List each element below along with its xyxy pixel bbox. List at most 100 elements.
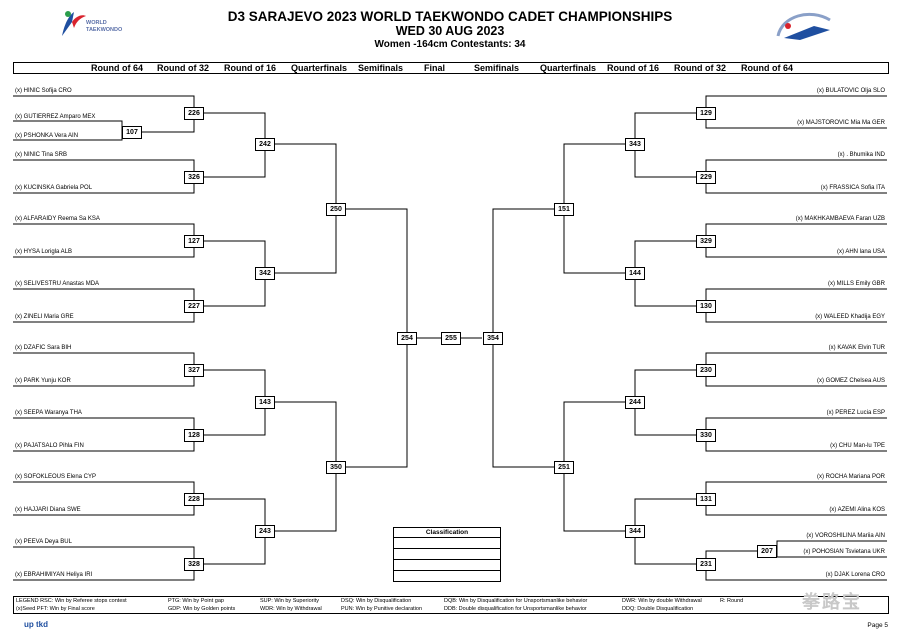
match-box-final[interactable]: 255 bbox=[441, 332, 461, 345]
match-box-r16-4[interactable]: 344 bbox=[625, 525, 645, 538]
athlete-right-10: (x) GOMEZ Chelsea AUS bbox=[816, 378, 885, 384]
athlete-left-14: (x) SOFOKLEOUS Elena CYP bbox=[15, 474, 97, 480]
match-box-l32-3[interactable]: 127 bbox=[184, 235, 204, 248]
athlete-right-15: (x) VOROSHILINA Mariia AIN bbox=[806, 533, 885, 539]
legend-item: DQB: Win by Disqualification for Unsport… bbox=[444, 598, 588, 604]
world-taekwondo-logo: WORLD TAEKWONDO bbox=[58, 8, 138, 42]
match-box-l32-8[interactable]: 328 bbox=[184, 558, 204, 571]
page-title: D3 SARAJEVO 2023 WORLD TAEKWONDO CADET C… bbox=[227, 9, 673, 24]
match-box-l32-6[interactable]: 128 bbox=[184, 429, 204, 442]
round-label-l64: Round of 64 bbox=[91, 63, 143, 73]
match-box-l16-4[interactable]: 243 bbox=[255, 525, 275, 538]
match-box-l16-1[interactable]: 242 bbox=[255, 138, 275, 151]
match-box-r32-7[interactable]: 131 bbox=[696, 493, 716, 506]
match-box-l64[interactable]: 107 bbox=[122, 126, 142, 139]
match-box-r32-5[interactable]: 230 bbox=[696, 364, 716, 377]
event-date: WED 30 AUG 2023 bbox=[395, 24, 505, 38]
athlete-left-1: (x) HINIC Sofija CRO bbox=[15, 88, 72, 94]
page-number: Page 5 bbox=[867, 622, 888, 629]
match-box-r32-8[interactable]: 231 bbox=[696, 558, 716, 571]
athlete-left-7: (x) HYSA Lorigla ALB bbox=[15, 249, 73, 255]
match-box-l32-7[interactable]: 228 bbox=[184, 493, 204, 506]
classification-row bbox=[393, 560, 501, 571]
match-box-r32-3[interactable]: 329 bbox=[696, 235, 716, 248]
round-header-bar bbox=[13, 62, 889, 74]
classification-row bbox=[393, 538, 501, 549]
match-box-l32-4[interactable]: 227 bbox=[184, 300, 204, 313]
classification-title: Classification bbox=[393, 527, 501, 538]
athlete-right-16: (x) POHOSIAN Tsvietana UKR bbox=[803, 549, 885, 555]
match-box-l32-5[interactable]: 327 bbox=[184, 364, 204, 377]
match-box-rqf-1[interactable]: 151 bbox=[554, 203, 574, 216]
athlete-left-12: (x) SEEPA Waranya THA bbox=[15, 410, 82, 416]
match-box-lsf[interactable]: 254 bbox=[397, 332, 417, 345]
legend-item: R: Round bbox=[720, 598, 744, 604]
event-subtitle: Women -164cm Contestants: 34 bbox=[374, 39, 526, 50]
athlete-left-9: (x) ZINELI Maria GRE bbox=[15, 314, 74, 320]
legend-item: DDQ: Double Disqualification bbox=[622, 606, 694, 612]
legend-item: WDR: Win by Withdrawal bbox=[260, 606, 322, 612]
athlete-right-11: (x) PEREZ Lucia ESP bbox=[826, 410, 885, 416]
match-box-l16-3[interactable]: 143 bbox=[255, 396, 275, 409]
match-box-r64[interactable]: 207 bbox=[757, 545, 777, 558]
match-box-r16-3[interactable]: 244 bbox=[625, 396, 645, 409]
match-box-l16-2[interactable]: 342 bbox=[255, 267, 275, 280]
round-label-r64: Round of 64 bbox=[741, 63, 793, 73]
athlete-right-3: (x) . Bhumika IND bbox=[837, 152, 885, 158]
athlete-left-10: (x) DZAFIC Sara BIH bbox=[15, 345, 72, 351]
athlete-left-15: (x) HAJJARI Diana SWE bbox=[15, 507, 81, 513]
classification-row bbox=[393, 549, 501, 560]
athlete-right-2: (x) MAJSTOROVIC Mia Ma GER bbox=[797, 120, 885, 126]
athlete-right-5: (x) MAKHKAMBAEVA Faran UZB bbox=[795, 216, 885, 222]
round-label-final: Final bbox=[424, 63, 446, 73]
athlete-left-8: (x) SELIVESTRU Anastas MDA bbox=[15, 281, 100, 287]
classification-row bbox=[393, 571, 501, 582]
athlete-left-16: (x) PEEVA Deya BUL bbox=[15, 539, 72, 545]
round-label-lsf: Semifinals bbox=[358, 63, 404, 73]
athlete-left-11: (x) PARK Yunju KOR bbox=[15, 378, 71, 384]
round-label-r16: Round of 16 bbox=[607, 63, 659, 73]
athlete-left-2: (x) GUTIERREZ Amparo MEX bbox=[15, 114, 96, 120]
athlete-left-5: (x) KUCINSKA Gabriela POL bbox=[15, 185, 93, 191]
match-box-r32-1[interactable]: 129 bbox=[696, 107, 716, 120]
logo-text-2: TAEKWONDO bbox=[86, 27, 123, 33]
athlete-right-6: (x) AHN lana USA bbox=[836, 249, 885, 255]
legend-item: DDB: Double disqualification for Unsport… bbox=[444, 606, 587, 612]
legend-item: PTG: Win by Point gap bbox=[168, 598, 224, 604]
match-box-r16-1[interactable]: 343 bbox=[625, 138, 645, 151]
athlete-right-12: (x) CHU Man-lu TPE bbox=[830, 443, 885, 449]
match-box-r16-2[interactable]: 144 bbox=[625, 267, 645, 280]
match-box-l32-1[interactable]: 226 bbox=[184, 107, 204, 120]
athlete-left-13: (x) PAJATSALO Pihla FIN bbox=[15, 443, 84, 449]
match-box-r32-6[interactable]: 330 bbox=[696, 429, 716, 442]
match-box-l32-2[interactable]: 326 bbox=[184, 171, 204, 184]
athlete-right-1: (x) BULATOVIC Olja SLO bbox=[816, 88, 885, 94]
match-box-r32-4[interactable]: 130 bbox=[696, 300, 716, 313]
athlete-left-3: (x) PSHONKA Vera AIN bbox=[15, 133, 79, 139]
athlete-left-6: (x) ALFARAIDY Reema Sa KSA bbox=[15, 216, 100, 222]
legend-item: SUP: Win by Superiority bbox=[260, 598, 319, 604]
legend-item: GDP: Win by Golden points bbox=[168, 606, 236, 612]
legend-item: PUN: Win by Punitive declaration bbox=[341, 606, 423, 612]
match-box-lqf-1[interactable]: 250 bbox=[326, 203, 346, 216]
athlete-right-13: (x) ROCHA Mariana POR bbox=[816, 474, 885, 480]
athlete-right-9: (x) KAVAK Elvin TUR bbox=[828, 345, 885, 351]
athlete-left-17: (x) EBRAHIMIYAN Heliya IRI bbox=[15, 572, 93, 578]
athlete-right-7: (x) MILLS Emily GBR bbox=[827, 281, 885, 287]
legend-item: (x)Seed PFT: Win by Final score bbox=[16, 606, 95, 612]
championship-logo bbox=[770, 6, 840, 46]
athlete-right-14: (x) AZEMI Alina KOS bbox=[829, 507, 885, 513]
legend-item: LEGEND RSC: Win by Referee stops contest bbox=[16, 598, 127, 604]
legend-item: DWR: Win by double Withdrawal bbox=[622, 598, 702, 604]
footer-brand: up tkd bbox=[24, 620, 48, 629]
round-label-rsf: Semifinals bbox=[474, 63, 520, 73]
match-box-r32-2[interactable]: 229 bbox=[696, 171, 716, 184]
legend-box bbox=[13, 596, 889, 614]
legend-item: DSQ: Win by Disqualification bbox=[341, 598, 412, 604]
round-label-l16: Round of 16 bbox=[224, 63, 276, 73]
round-label-lqf: Quarterfinals bbox=[291, 63, 348, 73]
classification-table: Classification bbox=[393, 527, 501, 582]
match-box-rsf[interactable]: 354 bbox=[483, 332, 503, 345]
match-box-lqf-2[interactable]: 350 bbox=[326, 461, 346, 474]
match-box-rqf-2[interactable]: 251 bbox=[554, 461, 574, 474]
